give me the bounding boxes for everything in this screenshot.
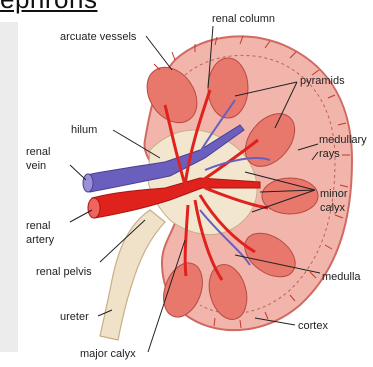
label-renal-artery-line2: artery — [26, 234, 55, 246]
ureter-shape — [100, 210, 165, 340]
label-ureter: ureter — [60, 311, 89, 323]
label-renal-vein-line2: vein — [26, 160, 46, 172]
label-rays: rays — [319, 148, 340, 160]
renal-vein-opening — [83, 174, 93, 192]
label-hilum: hilum — [71, 124, 97, 136]
label-medullary: medullary — [319, 134, 367, 146]
label-arcuate-vessels: arcuate vessels — [60, 31, 137, 43]
label-renal-pelvis: renal pelvis — [36, 266, 92, 278]
label-renal-column: renal column — [212, 13, 275, 25]
renal-artery-opening — [88, 198, 100, 218]
label-cortex: cortex — [298, 320, 328, 332]
label-minor: minor — [320, 188, 348, 200]
label-calyx: calyx — [320, 202, 346, 214]
label-major-calyx: major calyx — [80, 348, 136, 360]
label-renal-vein-line1: renal — [26, 146, 50, 158]
label-medulla: medulla — [322, 271, 361, 283]
label-pyramids: pyramids — [300, 75, 345, 87]
label-renal-artery-line1: renal — [26, 220, 50, 232]
